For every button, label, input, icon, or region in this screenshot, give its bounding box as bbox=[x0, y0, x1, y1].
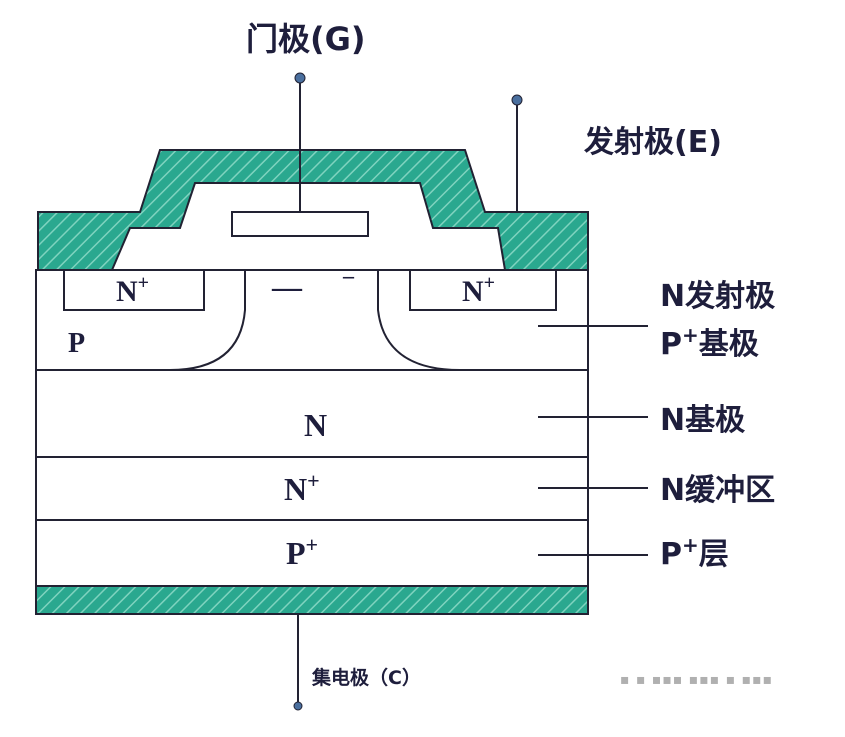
watermark: ▪ ▪ ▪▪▪ ▪▪▪ ▪ ▪▪▪ bbox=[620, 672, 774, 688]
n-base-label: N bbox=[304, 407, 327, 443]
n-plus-left-region bbox=[63, 269, 205, 311]
legend-n-emitter: N发射极 bbox=[660, 279, 775, 314]
collector-label: 集电极（C） bbox=[311, 666, 421, 689]
semiconductor-body bbox=[35, 269, 589, 587]
p-well-right bbox=[377, 270, 461, 371]
p-well-left bbox=[36, 269, 246, 371]
collector-metal bbox=[35, 585, 589, 615]
gate-electrode bbox=[231, 211, 369, 237]
emitter-terminal-dot bbox=[511, 94, 523, 106]
n-plus-right-label: N+ bbox=[462, 272, 495, 308]
emitter-label: 发射极(E) bbox=[583, 125, 722, 160]
legend-p-base: P+基极 bbox=[660, 323, 759, 362]
channel-minus-label: — bbox=[271, 271, 303, 304]
legend-p-layer: P+层 bbox=[660, 533, 729, 572]
gate-label: 门极(G) bbox=[246, 20, 366, 58]
n-plus-right-region bbox=[409, 269, 557, 311]
p-left-label: P bbox=[68, 328, 85, 359]
p-plus-label: P+ bbox=[286, 532, 318, 571]
legend-n-base: N基极 bbox=[660, 403, 745, 438]
legend-n-buffer: N缓冲区 bbox=[660, 473, 775, 508]
collector-terminal-dot bbox=[293, 701, 303, 711]
gate-terminal-dot bbox=[294, 72, 306, 84]
n-plus-left-label: N+ bbox=[116, 272, 149, 308]
channel-minus-small-label: – bbox=[342, 263, 355, 288]
n-buffer-label: N+ bbox=[284, 468, 320, 507]
